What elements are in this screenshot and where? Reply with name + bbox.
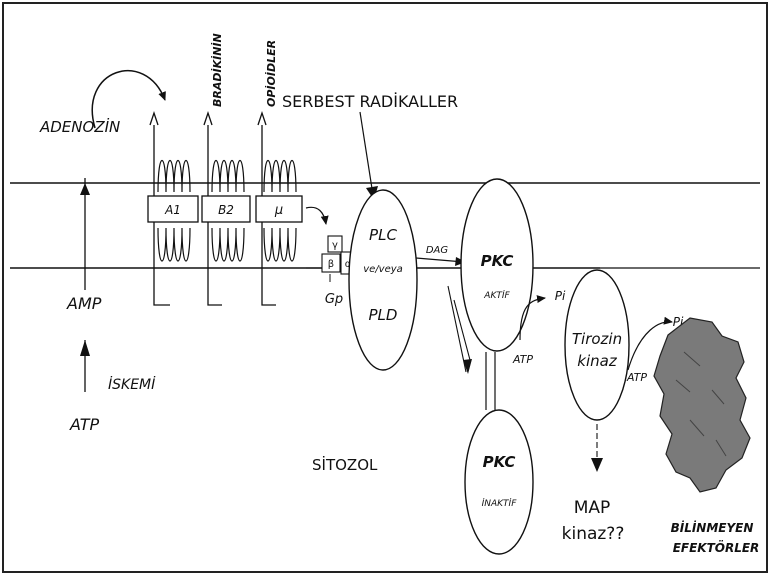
receptor-a1: A1 (148, 113, 198, 305)
pld-label: PLD (369, 306, 398, 324)
plc-pld-oval (349, 190, 417, 370)
pkc-active-title: PKC (481, 252, 514, 270)
ve-veya-label: ve/veya (363, 264, 403, 275)
receptor-mu-top-loops (264, 161, 296, 193)
pkc-active-sub: AKTİF (483, 290, 510, 301)
receptor-mu-label: µ (274, 203, 283, 218)
atp-left-label: ATP (69, 415, 100, 434)
g-gamma-label: γ (332, 240, 338, 251)
bradikinin-label: BRADİKİNİN (210, 33, 224, 107)
pkc-inactive-oval (465, 410, 533, 554)
bilinmeyen-label: BİLİNMEYEN (671, 520, 754, 535)
pkc-inactive-title: PKC (483, 453, 516, 471)
receptor-a1-ligand-site (150, 113, 158, 145)
map-label-line1: MAP (574, 498, 611, 518)
receptor-b2: B2 (202, 113, 250, 305)
atp-arrowhead (80, 340, 90, 356)
pkc-inactive-sub: İNAKTİF (482, 498, 518, 509)
mu-to-gp-arrow (306, 207, 326, 224)
receptor-a1-bottom-loops (158, 228, 190, 261)
dag-label: DAG (426, 245, 449, 256)
pi-1-label: Pi (555, 289, 566, 303)
sitozol-label: SİTOZOL (312, 455, 378, 474)
receptor-mu-bottom-loops (264, 228, 296, 261)
receptor-b2-ligand-site (204, 113, 212, 145)
iskemi-label: İSKEMİ (108, 375, 156, 393)
tirozin-label-line2: kinaz (577, 352, 618, 370)
serbest-radikaller-label: SERBEST RADİKALLER (282, 92, 458, 111)
amp-arrowhead (80, 183, 90, 195)
map-label-line2: kinaz?? (562, 524, 625, 544)
receptor-mu: µ (256, 113, 302, 305)
receptor-mu-ligand-site (258, 113, 266, 145)
plc-label: PLC (369, 226, 397, 244)
g-protein: γ β α (306, 236, 355, 282)
map-arrowhead (591, 458, 603, 472)
receptor-b2-tail (208, 145, 222, 305)
receptor-mu-tail (262, 145, 276, 305)
amp-label: AMP (66, 294, 102, 313)
opioidler-label: OPİOİDLER (264, 40, 278, 107)
adenozin-label: ADENOZİN (39, 117, 120, 136)
gp-label: Gp (325, 292, 343, 307)
receptor-b2-label: B2 (218, 203, 234, 217)
receptor-b2-top-loops (212, 161, 244, 193)
g-beta-label: β (328, 259, 334, 270)
receptor-a1-label: A1 (164, 203, 181, 217)
efektorler-label: EFEKTÖRLER (673, 540, 760, 555)
tirozin-label-line1: Tirozin (572, 330, 622, 348)
receptor-a1-top-loops (158, 161, 190, 193)
unknown-effectors-blob (654, 318, 750, 492)
atp-tirozin-label: ATP (626, 371, 647, 384)
receptor-b2-bottom-loops (212, 228, 244, 261)
atp-pkc-label: ATP (512, 353, 533, 366)
